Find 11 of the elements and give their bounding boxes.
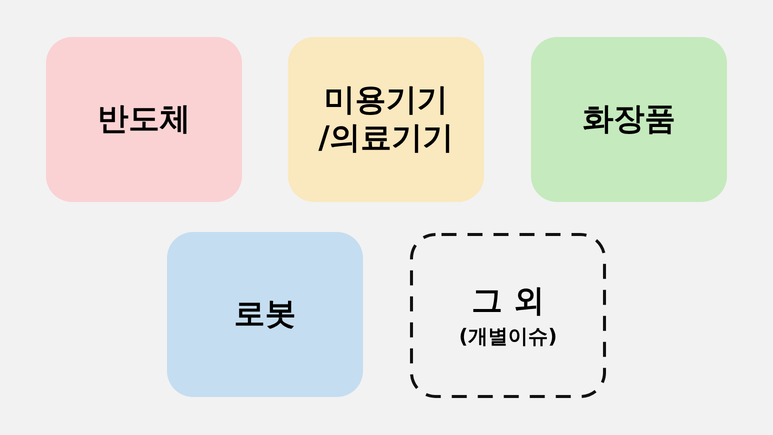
box-label: 화장품 xyxy=(582,100,676,138)
box-label: 미용기기 /의료기기 xyxy=(317,82,455,157)
rounded-box xyxy=(288,37,484,202)
box-label: 로봇 xyxy=(234,296,296,334)
rounded-box xyxy=(531,37,727,202)
rounded-box xyxy=(167,232,363,397)
box-label: 그 외 xyxy=(472,282,544,320)
box-sublabel: (개별이슈) xyxy=(458,324,558,348)
box-label: 반도체 xyxy=(98,100,190,138)
rounded-box xyxy=(46,37,242,202)
dashed-rounded-box xyxy=(410,233,606,398)
